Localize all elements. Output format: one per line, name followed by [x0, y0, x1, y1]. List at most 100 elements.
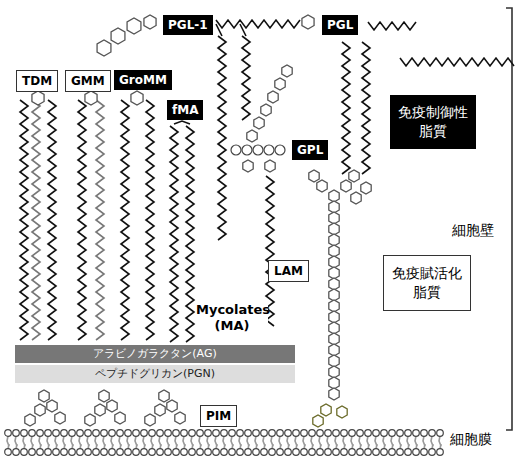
pgl1-sugar	[97, 40, 111, 56]
lipid-label: PGL	[322, 15, 358, 35]
lipid-head	[397, 449, 404, 456]
cell-wall-bracket	[506, 8, 512, 430]
lipid-head	[53, 449, 60, 456]
lipid-head	[317, 449, 324, 456]
pgl1-sugar	[127, 18, 141, 34]
lipid-head	[149, 430, 156, 437]
lipid-head	[229, 449, 236, 456]
pim-sugar	[85, 414, 95, 426]
lipid-head	[365, 430, 372, 437]
lipid-head	[101, 449, 108, 456]
lam-sugar	[351, 192, 361, 204]
lipid-head	[221, 449, 228, 456]
pgl-chain	[400, 58, 514, 66]
lipid-label: LAM	[268, 260, 309, 282]
lam-anchor	[321, 404, 331, 416]
pgl1-chain	[216, 20, 300, 28]
mycolate-label: Mycolates (MA)	[196, 302, 268, 333]
lipid-label: PIM	[200, 405, 237, 427]
pim-sugar	[155, 404, 165, 416]
lipid-head	[61, 430, 68, 437]
node-text: fMA	[172, 103, 198, 117]
lipid-head	[29, 449, 36, 456]
pgl-chain	[368, 22, 416, 30]
lam-sugar	[329, 311, 339, 323]
lipid-head	[237, 430, 244, 437]
lipid-head	[253, 449, 260, 456]
lipid-head	[213, 430, 220, 437]
node-text: 免疫賦活化脂質	[390, 264, 464, 302]
node-text: ペプチドグリカン(PGN)	[15, 365, 295, 383]
gpl-peptide	[275, 145, 285, 155]
lipid-head	[429, 430, 436, 437]
lipid-head	[53, 430, 60, 437]
pgl1-chain	[242, 36, 250, 120]
node-text: PIM	[206, 409, 231, 423]
lipid-label: PGL-1	[163, 15, 213, 35]
lipid-head	[85, 449, 92, 456]
node-text: 免疫制御性脂質	[396, 103, 470, 141]
node-text: LAM	[274, 264, 303, 278]
lam-sugar	[329, 234, 339, 246]
lipid-head	[197, 430, 204, 437]
lipid-label: TDM	[16, 70, 58, 92]
pgl-chain	[342, 42, 350, 174]
mycolate-chain	[121, 100, 129, 340]
lipid-head	[69, 449, 76, 456]
lipid-head	[365, 449, 372, 456]
lam-sugar	[361, 182, 371, 194]
lam-sugar	[329, 355, 339, 367]
pim-sugar	[55, 412, 65, 424]
lam-sugar	[317, 180, 327, 192]
gpl-peptide	[231, 145, 241, 155]
lam-sugar	[329, 212, 339, 224]
lipid-head	[277, 430, 284, 437]
lipid-head	[5, 430, 12, 437]
lipid-head	[317, 430, 324, 437]
lipid-head	[149, 449, 156, 456]
lipid-head	[413, 430, 420, 437]
node-text: PGL	[327, 18, 353, 32]
lipid-head	[405, 449, 412, 456]
lipid-head	[141, 449, 148, 456]
lipid-head	[125, 449, 132, 456]
pim-sugar	[175, 412, 185, 424]
lam-sugar	[329, 267, 339, 279]
gpl-sugar	[275, 78, 285, 90]
lipid-label: GroMM	[114, 70, 172, 90]
lipid-head	[173, 449, 180, 456]
lipid-head	[437, 430, 444, 437]
lipid-head	[421, 430, 428, 437]
mycolate-chain	[170, 126, 178, 342]
lipid-head	[285, 430, 292, 437]
lipid-head	[37, 430, 44, 437]
lipid-head	[21, 449, 28, 456]
lipid-head	[21, 430, 28, 437]
pim-sugar	[159, 390, 169, 402]
pgl1-chain	[216, 24, 222, 36]
node-text: GroMM	[119, 73, 167, 87]
lipid-head	[357, 449, 364, 456]
lam-sugar	[329, 300, 339, 312]
mycolate-chain	[48, 100, 56, 340]
lipid-head	[381, 430, 388, 437]
pim-sugar	[35, 404, 45, 416]
lipid-head	[109, 449, 116, 456]
mycolate-chain	[96, 100, 104, 340]
lam-sugar	[329, 388, 339, 400]
lipid-head	[133, 449, 140, 456]
lipid-head	[405, 430, 412, 437]
trehalose-hexagon	[32, 91, 44, 105]
lipid-head	[5, 449, 12, 456]
lipid-head	[189, 449, 196, 456]
pim-sugar	[145, 414, 155, 426]
lam-sugar	[329, 366, 339, 378]
fma-loop	[174, 121, 190, 124]
lipid-head	[157, 449, 164, 456]
glucose-hexagon	[85, 91, 97, 105]
node-text: アラビノガラクタン(AG)	[15, 345, 295, 363]
lipid-head	[349, 449, 356, 456]
lipid-head	[389, 449, 396, 456]
cell-wall-label: 細胞壁	[452, 222, 494, 239]
lipid-head	[309, 430, 316, 437]
